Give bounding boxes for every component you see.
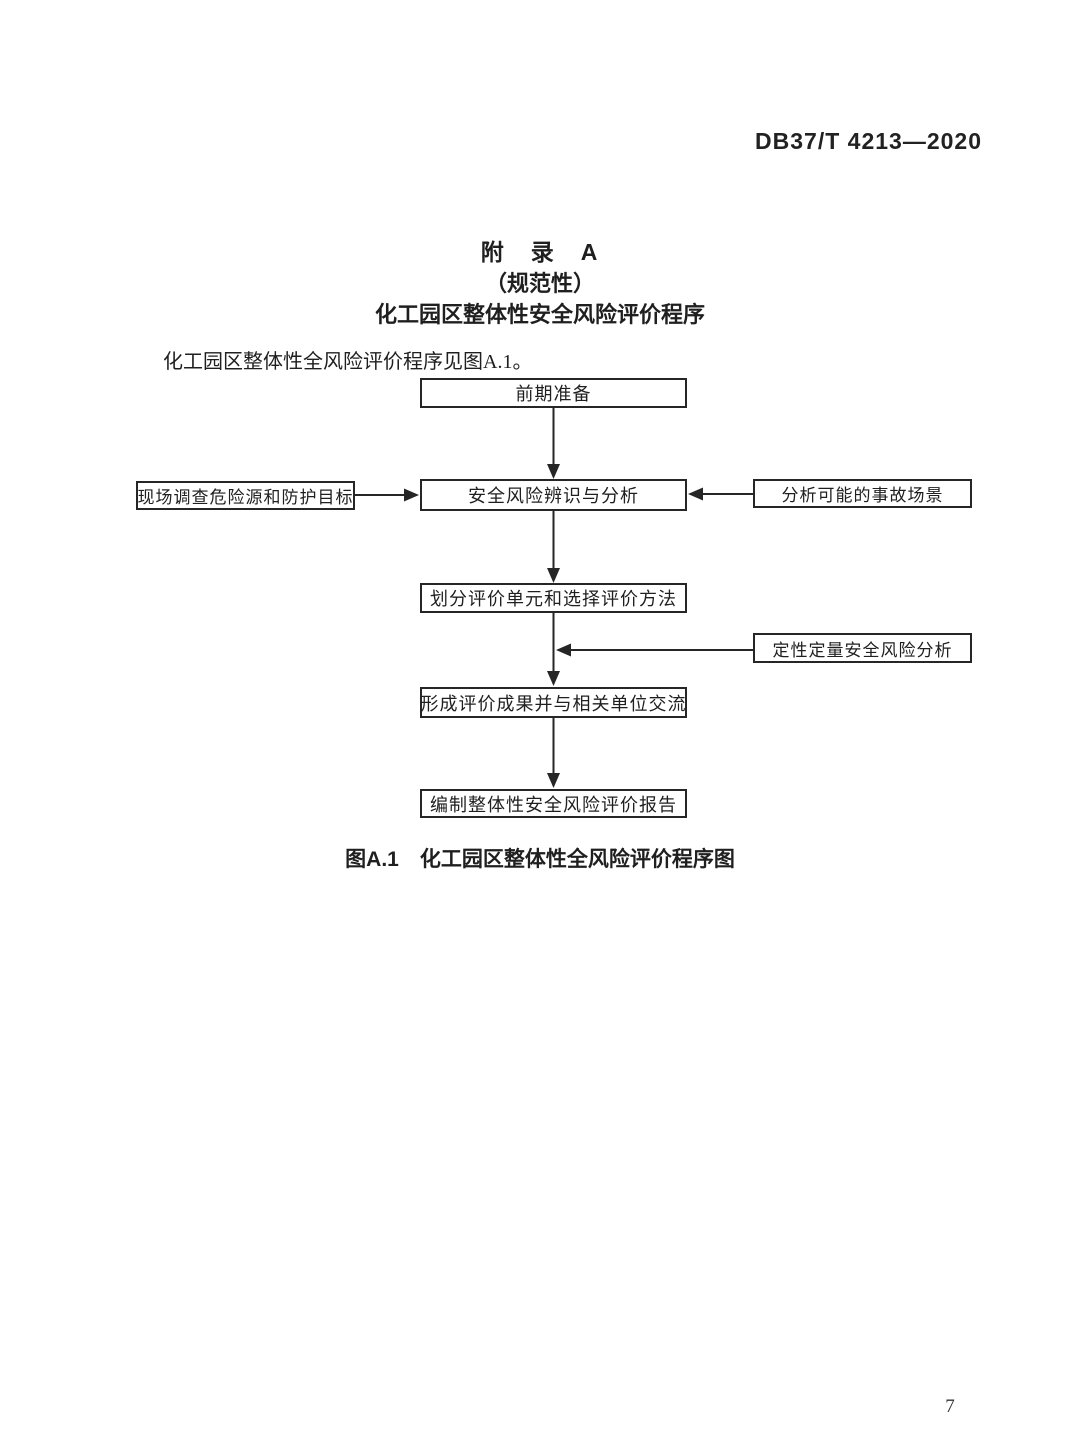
flow-node-accident-scenarios: 分析可能的事故场景	[753, 479, 972, 508]
flow-node-report: 编制整体性安全风险评价报告	[420, 789, 687, 818]
appendix-heading: 附 录 A	[480, 239, 600, 265]
flow-node-results-exchange: 形成评价成果并与相关单位交流	[420, 687, 687, 718]
flow-node-preparation: 前期准备	[420, 378, 687, 408]
flow-node-site-survey: 现场调查危险源和防护目标	[136, 481, 355, 510]
figure-caption: 图A.1 化工园区整体性全风险评价程序图	[345, 848, 735, 871]
page-number: 7	[945, 1396, 955, 1417]
intro-paragraph: 化工园区整体性全风险评价程序见图A.1。	[163, 351, 533, 373]
standard-number: DB37/T 4213—2020	[755, 128, 982, 154]
appendix-title: 化工园区整体性安全风险评价程序	[374, 302, 705, 327]
flow-node-risk-identification: 安全风险辨识与分析	[420, 479, 687, 511]
flow-node-evaluation-units: 划分评价单元和选择评价方法	[420, 583, 687, 613]
flow-node-qual-quant-analysis: 定性定量安全风险分析	[753, 633, 972, 663]
normative-subheading: （规范性）	[484, 271, 595, 296]
